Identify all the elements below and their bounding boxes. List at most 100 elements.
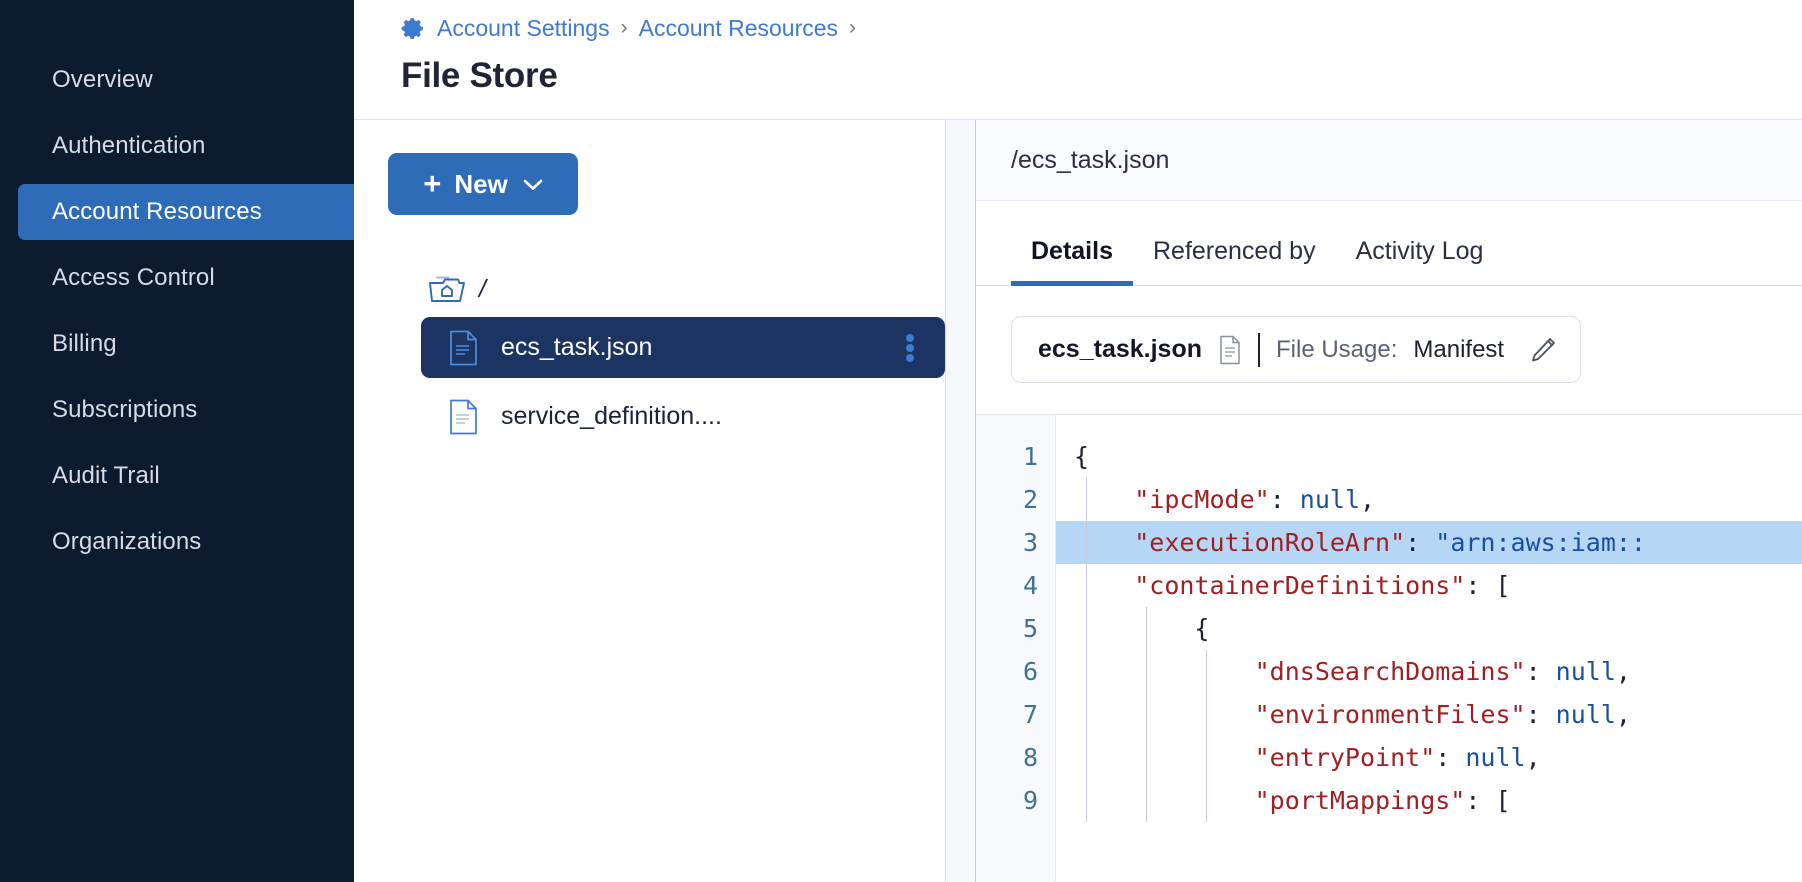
pencil-edit-icon[interactable] bbox=[1520, 335, 1558, 365]
code-token-punct bbox=[1074, 786, 1255, 815]
file-path-bar: /ecs_task.json bbox=[976, 120, 1802, 201]
page-title: File Store bbox=[401, 56, 558, 95]
line-number: 6 bbox=[1022, 657, 1038, 686]
indent-guide bbox=[1146, 693, 1147, 736]
code-line[interactable]: "containerDefinitions": [ bbox=[1056, 564, 1802, 607]
code-line[interactable]: { bbox=[1056, 435, 1802, 478]
code-token-val: "arn:aws:iam:: bbox=[1435, 528, 1646, 557]
code-token-punct: : bbox=[1435, 743, 1466, 772]
file-detail-pane: /ecs_task.json Details Referenced by Activ… bbox=[976, 120, 1802, 882]
code-token-punct: : bbox=[1525, 700, 1556, 729]
code-token-punct bbox=[1074, 700, 1255, 729]
indent-guide bbox=[1086, 736, 1087, 779]
code-token-punct bbox=[1074, 614, 1194, 643]
pane-resizer[interactable] bbox=[945, 120, 976, 882]
tab-activity-log[interactable]: Activity Log bbox=[1336, 237, 1504, 286]
plus-icon: + bbox=[423, 165, 442, 201]
sidebar-item-organizations[interactable]: Organizations bbox=[18, 514, 354, 570]
chevron-down-icon bbox=[521, 178, 543, 191]
code-line[interactable]: "environmentFiles": null, bbox=[1056, 693, 1802, 736]
tree-root-folder[interactable]: / bbox=[354, 269, 945, 309]
indent-guide bbox=[1086, 478, 1087, 521]
file-usage-card: ecs_task.json File Usage: Manifest bbox=[1011, 316, 1582, 383]
breadcrumb-item-account-settings[interactable]: Account Settings bbox=[437, 14, 610, 41]
line-number: 3 bbox=[1022, 528, 1038, 557]
code-line[interactable]: "dnsSearchDomains": null, bbox=[1056, 650, 1802, 693]
file-tree-item[interactable]: service_definition.... bbox=[421, 386, 945, 447]
file-tree-item-label: service_definition.... bbox=[501, 402, 722, 430]
indent-guide bbox=[1086, 607, 1087, 650]
sidebar-item-audit-trail[interactable]: Audit Trail bbox=[18, 448, 354, 504]
main-content: Account Settings › Account Resources › F… bbox=[354, 0, 1802, 882]
code-token-punct: : bbox=[1525, 657, 1556, 686]
file-tree-item[interactable]: ecs_task.json bbox=[421, 317, 945, 378]
code-line[interactable]: "entryPoint": null, bbox=[1056, 736, 1802, 779]
breadcrumb-separator-1: › bbox=[620, 16, 628, 39]
tab-label: Activity Log bbox=[1355, 237, 1484, 265]
code-token-key: "containerDefinitions" bbox=[1134, 571, 1466, 600]
indent-guide bbox=[1206, 650, 1207, 693]
indent-guide bbox=[1206, 779, 1207, 822]
code-line[interactable]: "portMappings": [ bbox=[1056, 779, 1802, 822]
sidebar-item-overview[interactable]: Overview bbox=[18, 52, 354, 108]
indent-guide bbox=[1086, 779, 1087, 822]
line-number: 9 bbox=[1022, 786, 1038, 815]
sidebar-item-access-control[interactable]: Access Control bbox=[18, 250, 354, 306]
sidebar-item-label: Access Control bbox=[52, 264, 215, 291]
code-line[interactable]: "executionRoleArn": "arn:aws:iam:: bbox=[1056, 521, 1802, 564]
file-document-icon bbox=[449, 399, 478, 435]
editor-code-area[interactable]: { "ipcMode": null, "executionRoleArn": "… bbox=[1056, 415, 1802, 882]
indent-guide bbox=[1086, 650, 1087, 693]
sidebar-item-account-resources[interactable]: Account Resources bbox=[18, 184, 354, 240]
tab-label: Details bbox=[1031, 237, 1113, 265]
code-token-punct bbox=[1074, 571, 1134, 600]
breadcrumb: Account Settings › Account Resources › bbox=[401, 9, 1802, 47]
line-number: 5 bbox=[1022, 614, 1038, 643]
sidebar-item-label: Billing bbox=[52, 330, 117, 357]
code-line[interactable]: "ipcMode": null, bbox=[1056, 478, 1802, 521]
code-token-punct bbox=[1074, 657, 1255, 686]
usage-file-name: ecs_task.json bbox=[1038, 335, 1202, 363]
kebab-menu-icon[interactable] bbox=[897, 331, 923, 365]
tab-details[interactable]: Details bbox=[1011, 237, 1133, 286]
tree-root-label: / bbox=[479, 274, 486, 303]
gear-icon bbox=[401, 16, 426, 41]
breadcrumb-item-account-resources[interactable]: Account Resources bbox=[638, 14, 839, 41]
indent-guide bbox=[1146, 779, 1147, 822]
code-token-punct: : [ bbox=[1465, 786, 1511, 815]
file-tree-item-label: ecs_task.json bbox=[501, 333, 653, 361]
code-token-brace: { bbox=[1194, 614, 1210, 643]
code-token-key: "entryPoint" bbox=[1254, 743, 1436, 772]
code-token-punct bbox=[1074, 485, 1134, 514]
usage-divider bbox=[1258, 332, 1260, 367]
page-header: Account Settings › Account Resources › F… bbox=[354, 0, 1802, 120]
indent-guide bbox=[1086, 521, 1087, 564]
code-token-key: "portMappings" bbox=[1254, 786, 1466, 815]
code-token-punct: : bbox=[1405, 528, 1436, 557]
code-token-val: null bbox=[1465, 743, 1526, 772]
line-number: 4 bbox=[1022, 571, 1038, 600]
file-browser-pane: + New bbox=[354, 120, 945, 882]
line-number: 1 bbox=[1022, 442, 1038, 471]
sidebar-item-label: Overview bbox=[52, 66, 153, 93]
sidebar-item-label: Account Resources bbox=[52, 198, 262, 225]
file-tree: / ecs_task.json service_definition.... bbox=[354, 269, 945, 447]
new-button-label: New bbox=[454, 168, 508, 199]
body-split: + New bbox=[354, 120, 1802, 882]
code-token-val: null bbox=[1299, 485, 1361, 514]
sidebar-item-subscriptions[interactable]: Subscriptions bbox=[18, 382, 354, 438]
tab-referenced-by[interactable]: Referenced by bbox=[1133, 237, 1336, 286]
sidebar-item-authentication[interactable]: Authentication bbox=[18, 118, 354, 174]
code-line[interactable]: { bbox=[1056, 607, 1802, 650]
code-token-punct: : [ bbox=[1465, 571, 1511, 600]
code-token-key: "executionRoleArn" bbox=[1134, 528, 1406, 557]
new-button[interactable]: + New bbox=[388, 153, 578, 215]
code-token-key: "dnsSearchDomains" bbox=[1254, 657, 1526, 686]
indent-guide bbox=[1086, 693, 1087, 736]
indent-guide bbox=[1206, 736, 1207, 779]
sidebar-item-billing[interactable]: Billing bbox=[18, 316, 354, 372]
